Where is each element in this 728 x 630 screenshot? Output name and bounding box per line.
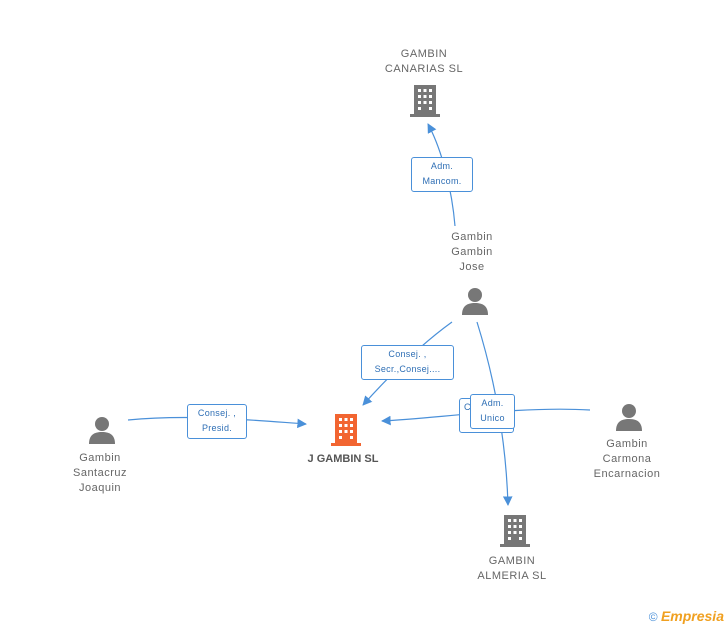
node-label: Gambin Santacruz Joaquin [72, 452, 128, 494]
copyright-symbol: © [648, 610, 658, 624]
role-label-consej-secr[interactable]: Consej. , Secr.,Consej.... [361, 345, 454, 380]
role-label-adm-mancom[interactable]: Adm. Mancom. [411, 157, 473, 192]
node-j-gambin[interactable]: J GAMBIN SL [292, 452, 394, 467]
node-gambin-carmona[interactable]: Gambin Carmona Encarnacion [582, 437, 672, 482]
person-icon[interactable] [87, 415, 117, 445]
node-gambin-almeria[interactable]: GAMBIN ALMERIA SL [462, 554, 562, 584]
node-gambin-canarias[interactable]: GAMBIN CANARIAS SL [372, 47, 476, 77]
person-icon[interactable] [460, 286, 490, 316]
role-label-consej-presid[interactable]: Consej. , Presid. [187, 404, 247, 439]
node-label: J GAMBIN SL [307, 453, 379, 465]
node-label: GAMBIN ALMERIA SL [477, 555, 547, 582]
building-icon[interactable] [498, 513, 532, 549]
role-label-adm-unico[interactable]: Adm. Unico [470, 394, 515, 429]
node-gambin-gambin-jose[interactable]: Gambin Gambin Jose [432, 230, 512, 275]
node-label: Gambin Carmona Encarnacion [593, 438, 661, 480]
brand-name: Empresia [660, 608, 724, 624]
person-icon[interactable] [614, 402, 644, 432]
node-label: GAMBIN CANARIAS SL [384, 48, 464, 75]
building-icon[interactable] [408, 83, 442, 119]
node-label: Gambin Gambin Jose [451, 231, 493, 273]
brand-logo[interactable]: © Empresia [649, 608, 724, 624]
node-gambin-santacruz[interactable]: Gambin Santacruz Joaquin [58, 451, 142, 496]
building-icon-main[interactable] [329, 412, 363, 448]
